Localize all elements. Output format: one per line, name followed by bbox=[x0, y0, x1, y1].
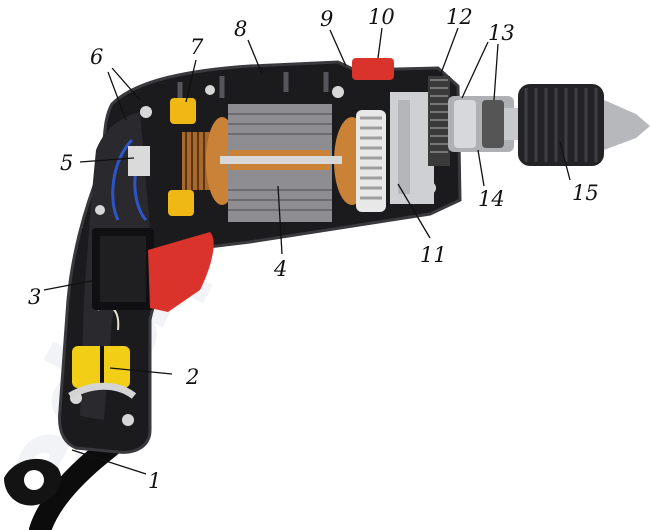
stator bbox=[220, 104, 342, 222]
leader-line-2 bbox=[109, 367, 173, 375]
power-cord bbox=[4, 421, 139, 530]
callout-6: 6 bbox=[90, 45, 103, 69]
cooling-fan bbox=[356, 110, 386, 212]
callout-7: 7 bbox=[190, 35, 204, 59]
callout-11: 11 bbox=[420, 243, 447, 267]
trigger-switch bbox=[92, 228, 214, 312]
leader-line-13a bbox=[461, 41, 489, 99]
part-callouts: 1 2 3 4 5 6 7 8 9 10 11 12 13 14 15 bbox=[28, 5, 599, 493]
callout-13: 13 bbox=[488, 21, 515, 45]
callout-8: 8 bbox=[234, 17, 247, 41]
leader-lines bbox=[43, 27, 571, 475]
callout-9: 9 bbox=[320, 7, 333, 31]
leader-line-3 bbox=[43, 279, 97, 291]
leader-line-4 bbox=[277, 185, 283, 255]
gearbox bbox=[390, 76, 450, 204]
leader-line-6a bbox=[111, 67, 141, 101]
brush-holders bbox=[128, 98, 196, 216]
callout-14: 14 bbox=[478, 187, 505, 211]
callout-2: 2 bbox=[185, 365, 199, 389]
chuck bbox=[518, 84, 650, 166]
callout-5: 5 bbox=[60, 151, 73, 175]
capacitor bbox=[68, 346, 137, 400]
leader-line-9 bbox=[329, 29, 347, 67]
leader-line-15 bbox=[559, 141, 571, 181]
callout-3: 3 bbox=[28, 285, 41, 309]
leader-line-8 bbox=[247, 39, 263, 75]
leader-line-5 bbox=[79, 157, 135, 163]
callout-4: 4 bbox=[273, 257, 287, 281]
leader-line-14 bbox=[477, 149, 485, 187]
callout-1: 1 bbox=[148, 469, 161, 493]
leader-line-6b bbox=[107, 71, 127, 121]
leader-line-10 bbox=[377, 27, 383, 59]
mode-switch bbox=[352, 58, 394, 80]
spindle bbox=[448, 96, 520, 152]
leader-line-11 bbox=[397, 183, 431, 239]
callout-15: 15 bbox=[572, 181, 599, 205]
callout-10: 10 bbox=[368, 5, 395, 29]
callout-12: 12 bbox=[446, 5, 473, 29]
leader-line-7 bbox=[185, 59, 197, 103]
leader-line-12 bbox=[439, 27, 459, 77]
leader-line-13b bbox=[493, 43, 499, 101]
leader-line-1 bbox=[71, 449, 147, 475]
